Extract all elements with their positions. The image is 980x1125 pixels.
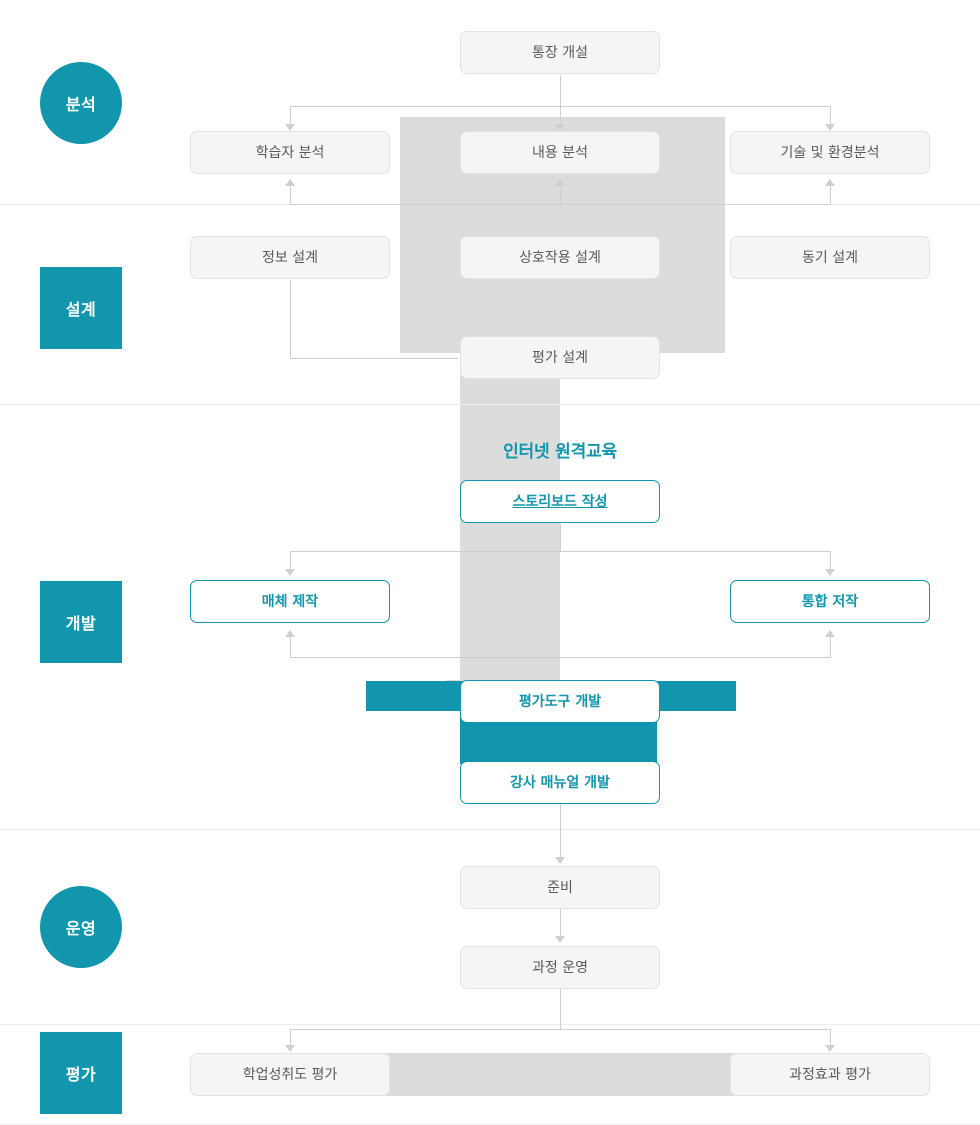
stage-badge-design[interactable]: 설계 xyxy=(40,267,122,349)
arrow-to-learner-analysis xyxy=(285,124,295,131)
line-eval-right-drop xyxy=(830,1029,831,1047)
divider-design xyxy=(0,404,980,405)
line-eval-left-drop xyxy=(290,1029,291,1047)
line-dev-left-rise xyxy=(290,637,291,658)
node-info-design[interactable]: 정보 설계 xyxy=(190,236,390,279)
line-dev-right-drop xyxy=(830,551,831,573)
line-dev-center-up xyxy=(560,524,561,552)
node-evaluation-design[interactable]: 평가 설계 xyxy=(460,336,660,379)
stage-badge-operate[interactable]: 운영 xyxy=(40,886,122,968)
line-dev-bus-bottom xyxy=(290,657,831,658)
line-row1-right-drop xyxy=(830,106,831,128)
line-eval-bus xyxy=(290,1029,831,1030)
node-preparation[interactable]: 준비 xyxy=(460,866,660,909)
arrow-up-tech-analysis xyxy=(825,179,835,186)
arrow-to-achievement-eval xyxy=(285,1045,295,1052)
node-motivation-design[interactable]: 동기 설계 xyxy=(730,236,930,279)
node-course-operation[interactable]: 과정 운영 xyxy=(460,946,660,989)
funnel-overlay-mid-left xyxy=(400,281,460,353)
line-row1-center-drop xyxy=(560,106,561,128)
line-row2-left-rise xyxy=(290,186,291,205)
node-account-open[interactable]: 통장 개설 xyxy=(460,31,660,74)
node-integrated-author[interactable]: 통합 저작 xyxy=(730,580,930,623)
stage-badge-label: 분석 xyxy=(65,95,97,114)
stage-badge-label: 개발 xyxy=(65,614,97,633)
node-eval-tool-dev-label: 평가도구 개발 xyxy=(518,693,602,710)
node-media-production[interactable]: 매체 제작 xyxy=(190,580,390,623)
node-tech-env-analysis[interactable]: 기술 및 환경분석 xyxy=(730,131,930,174)
divider-operate xyxy=(0,1024,980,1025)
stage-badge-develop[interactable]: 개발 xyxy=(40,581,122,663)
line-info-design-down xyxy=(290,280,291,359)
arrow-up-content-analysis xyxy=(555,179,565,186)
node-storyboard[interactable]: 스토리보드 작성 xyxy=(460,480,660,523)
line-dev-right-rise xyxy=(830,637,831,658)
line-info-design-right xyxy=(290,358,458,359)
node-eval-tool-dev[interactable]: 평가도구 개발 xyxy=(460,680,660,723)
line-manual-to-prep xyxy=(560,804,561,859)
stage-badge-evaluate[interactable]: 평가 xyxy=(40,1032,122,1114)
arrow-to-course-effect-eval xyxy=(825,1045,835,1052)
line-account-down xyxy=(560,75,561,107)
node-instructor-manual-label: 강사 매뉴얼 개발 xyxy=(510,774,610,791)
stage-badge-label: 평가 xyxy=(65,1065,97,1084)
node-course-effect-eval[interactable]: 과정효과 평가 xyxy=(730,1053,930,1096)
node-interaction-design[interactable]: 상호작용 설계 xyxy=(460,236,660,279)
node-content-analysis[interactable]: 내용 분석 xyxy=(460,131,660,174)
line-row2-center-rise xyxy=(560,186,561,205)
node-integrated-author-label: 통합 저작 xyxy=(801,593,859,610)
node-instructor-manual[interactable]: 강사 매뉴얼 개발 xyxy=(460,761,660,804)
divider-develop xyxy=(0,829,980,830)
funnel-overlay-mid-right xyxy=(665,281,725,353)
arrow-up-media-production xyxy=(285,630,295,637)
arrow-to-tech-analysis xyxy=(825,124,835,131)
line-dev-left-drop xyxy=(290,551,291,573)
line-row2-right-rise xyxy=(830,186,831,205)
arrow-to-content-analysis xyxy=(555,124,565,131)
node-achievement-eval[interactable]: 학업성취도 평가 xyxy=(190,1053,390,1096)
line-row1-left-drop xyxy=(290,106,291,128)
arrow-to-preparation xyxy=(555,857,565,864)
arrow-up-integrated-author xyxy=(825,630,835,637)
arrow-to-course-operation xyxy=(555,936,565,943)
stage-badge-analysis[interactable]: 분석 xyxy=(40,62,122,144)
node-learner-analysis[interactable]: 학습자 분석 xyxy=(190,131,390,174)
line-operation-down xyxy=(560,989,561,1029)
line-prep-to-operation xyxy=(560,909,561,937)
arrow-up-learner-analysis xyxy=(285,179,295,186)
highlight-caption: 인터넷 원격교육 xyxy=(503,442,617,462)
arrow-to-media-production xyxy=(285,569,295,576)
stage-badge-label: 운영 xyxy=(65,919,97,938)
stage-badge-label: 설계 xyxy=(65,300,97,319)
node-storyboard-label: 스토리보드 작성 xyxy=(512,493,608,510)
node-media-production-label: 매체 제작 xyxy=(261,593,319,610)
arrow-to-integrated-author xyxy=(825,569,835,576)
